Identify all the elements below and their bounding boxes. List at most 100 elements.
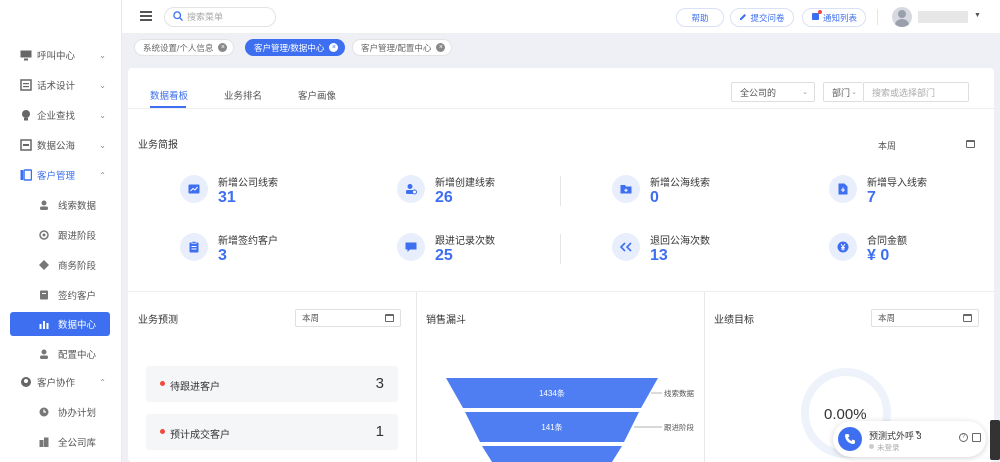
target-period-picker[interactable]: 本周 <box>871 309 979 327</box>
metric-value: 7 <box>867 189 876 206</box>
sidebar-item-company-library[interactable]: 全公司库 <box>0 430 122 454</box>
forecast-item-expected-deals[interactable]: 预计成交客户 1 <box>146 414 398 450</box>
sea-icon <box>20 139 32 151</box>
sales-funnel: 1434条 141条 线索数据 跟进阶段 <box>436 376 716 462</box>
sidebar-item-label: 签约客户 <box>58 291 97 302</box>
status-dot <box>869 444 874 449</box>
sidebar-item-follow-stage[interactable]: 跟进阶段 <box>0 223 122 247</box>
dept-search-input[interactable]: 搜索或选择部门 <box>863 82 969 102</box>
tag-config-center[interactable]: 客户管理/配置中心 × <box>352 39 453 56</box>
bell-icon <box>811 10 822 23</box>
sidebar: 呼叫中心 ⌄ 话术设计 ⌄ 企业查找 ⌄ 数据公海 ⌄ 客户管理 ⌃ 线索数据 … <box>0 0 122 462</box>
sidebar-item-label: 线索数据 <box>58 201 97 212</box>
dept-label-text: 部门 <box>832 87 851 98</box>
sidebar-item-signed-customers[interactable]: 签约客户 <box>0 283 122 307</box>
scrollbar[interactable] <box>990 420 1000 460</box>
sidebar-item-config-center[interactable]: 配置中心 <box>0 342 122 366</box>
sidebar-item-business-stage[interactable]: 商务阶段 <box>0 253 122 277</box>
tag-data-center[interactable]: 客户管理/数据中心 × <box>245 39 346 56</box>
metric-new-created-leads: 新增创建线索 26 <box>397 172 597 212</box>
import-icon <box>829 175 857 203</box>
tab-dashboard[interactable]: 数据看板 <box>150 91 189 102</box>
forecast-value: 1 <box>375 423 384 440</box>
brief-period[interactable]: 本周 <box>878 141 897 151</box>
funnel-value: 141条 <box>541 422 562 432</box>
section-title-brief: 业务简报 <box>138 140 178 151</box>
user-plus-icon <box>397 175 425 203</box>
script-icon <box>20 79 32 91</box>
metric-value: 31 <box>218 189 236 206</box>
clock-icon <box>38 406 50 418</box>
metric-new-sea-leads: 新增公海线索 0 <box>612 172 812 212</box>
sidebar-item-data-center[interactable]: 数据中心 <box>10 312 110 336</box>
help-label: 帮助 <box>691 12 709 23</box>
phone-icon[interactable] <box>838 427 862 451</box>
collab-icon <box>20 376 32 388</box>
sidebar-item-label: 数据中心 <box>58 320 97 331</box>
scope-value: 全公司的 <box>740 87 777 98</box>
funnel-label: 跟进阶段 <box>664 422 694 432</box>
forecast-item-pending-follow[interactable]: 待跟进客户 3 <box>146 366 398 402</box>
metric-label: 新增创建线索 <box>435 178 495 189</box>
sidebar-item-label: 话术设计 <box>37 81 76 92</box>
sidebar-item-data-sea[interactable]: 数据公海 ⌄ <box>0 133 122 157</box>
sidebar-item-customer-mgmt[interactable]: 客户管理 ⌃ <box>0 163 122 187</box>
avatar[interactable] <box>892 7 912 27</box>
tab-customer-profile[interactable]: 客户画像 <box>298 91 337 102</box>
call-mode-label[interactable]: 预测式外呼 3 <box>869 431 922 441</box>
funnel-stage-next[interactable] <box>482 446 622 462</box>
tag-label: 客户管理/配置中心 <box>361 42 432 53</box>
scope-select[interactable]: 全公司的 ⌄ <box>731 82 815 102</box>
edit-icon <box>739 13 747 23</box>
column-divider <box>416 292 417 462</box>
caret-down-icon[interactable]: ▼ <box>974 12 981 19</box>
close-icon[interactable]: × <box>329 43 339 52</box>
sidebar-item-leads[interactable]: 线索数据 <box>0 193 122 217</box>
sidebar-item-call-center[interactable]: 呼叫中心 ⌄ <box>0 43 122 67</box>
calendar-icon[interactable] <box>966 140 975 148</box>
sidebar-item-script-design[interactable]: 话术设计 ⌄ <box>0 73 122 97</box>
chevron-down-icon: ⌄ <box>851 89 857 96</box>
chevron-down-icon: ⌄ <box>99 80 106 90</box>
chevron-down-icon: ⌄ <box>802 89 808 96</box>
user-name-redacted[interactable] <box>918 11 968 23</box>
close-icon[interactable]: × <box>436 43 446 52</box>
tab-divider <box>128 108 994 109</box>
notification-list-button[interactable]: 通知列表 <box>802 8 866 27</box>
sidebar-item-collaboration[interactable]: 客户协作 ⌃ <box>0 370 122 394</box>
user-icon <box>38 199 50 211</box>
return-icon <box>612 233 640 261</box>
sidebar-item-label: 数据公海 <box>37 141 76 152</box>
notification-list-label: 通知列表 <box>822 12 857 23</box>
sidebar-item-assist-plan[interactable]: 协办计划 <box>0 400 122 424</box>
sidebar-item-label: 企业查找 <box>37 111 76 122</box>
forecast-period-picker[interactable]: 本周 <box>295 309 401 327</box>
tab-ranking[interactable]: 业务排名 <box>224 91 263 102</box>
search-input[interactable] <box>187 12 267 22</box>
caret-down-icon[interactable]: ▼ <box>914 430 921 437</box>
bulb-icon <box>20 109 32 121</box>
funnel-stage-follow[interactable] <box>465 412 639 442</box>
menu-toggle-icon[interactable] <box>140 11 152 21</box>
funnel-value: 1434条 <box>539 388 565 398</box>
funnel-stage-leads[interactable] <box>446 378 658 408</box>
tag-personal-info[interactable]: 系统设置/个人信息 × <box>134 39 235 56</box>
config-icon <box>38 348 50 360</box>
menu-search[interactable] <box>164 7 276 27</box>
sidebar-item-label: 客户协作 <box>37 378 76 389</box>
status-dot <box>160 381 165 386</box>
metric-label: 新增签约客户 <box>218 236 278 247</box>
sidebar-item-label: 呼叫中心 <box>37 51 76 62</box>
submit-survey-button[interactable]: 提交问卷 <box>730 8 794 27</box>
close-icon[interactable]: × <box>218 43 228 52</box>
help-icon[interactable]: ? <box>959 433 968 442</box>
folder-icon <box>612 175 640 203</box>
call-widget[interactable]: 预测式外呼 3 ▼ 未登录 ? <box>833 421 986 457</box>
calendar-icon <box>385 314 394 322</box>
help-button[interactable]: 帮助 <box>676 8 724 27</box>
window-icon[interactable] <box>972 433 981 442</box>
sidebar-item-label: 客户管理 <box>37 171 76 182</box>
sidebar-item-company-search[interactable]: 企业查找 ⌄ <box>0 103 122 127</box>
dept-label[interactable]: 部门 ⌄ <box>823 82 863 102</box>
stage-icon <box>38 259 50 271</box>
